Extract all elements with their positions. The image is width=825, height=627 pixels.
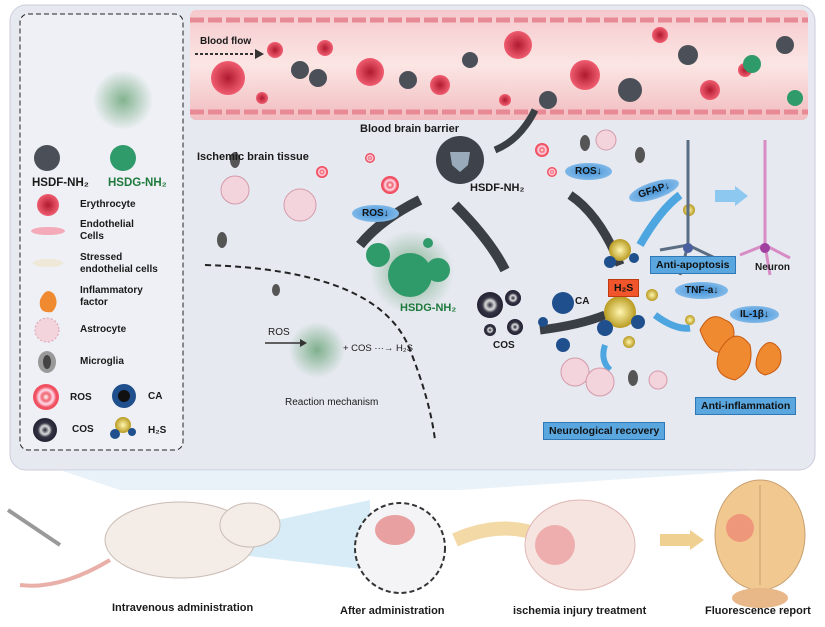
legend-hsdf: HSDF-NH₂ [32,177,89,189]
ca-label: CA [575,296,590,307]
legend-stressed: Stressed endothelial cells [80,252,158,275]
hsdf-label: HSDF-NH₂ [470,182,525,194]
ros-down-1: ROS↓ [352,205,399,222]
ischemic-label: Ischemic brain tissue [197,151,309,163]
hsdg-label: HSDG-NH₂ [400,302,457,314]
h2s-molecules [597,204,695,348]
bbb-label: Blood brain barrier [360,123,460,135]
ros-down-2: ROS↓ [565,163,612,180]
cos-label: COS [493,340,515,351]
legend-ca: CA [148,391,163,402]
hsdf-particles [291,36,794,109]
step-treatment: ischemia injury treatment [513,605,647,617]
hsdg-large [388,253,432,297]
mechanism-products: + COS ···→ H₂S [343,343,413,354]
neuron-label: Neuron [755,262,790,273]
mechanism-title: Reaction mechanism [285,397,379,408]
brain-section [524,499,636,591]
legend-erythrocyte: Erythrocyte [80,199,136,210]
legend-cos: COS [72,424,94,435]
il1b-label: IL-1β↓ [730,306,779,323]
legend-endothelial: Endothelial Cells [80,219,134,242]
legend-h2s: H₂S [148,425,167,436]
anti-inflammation-box: Anti-inflammation [695,397,797,415]
anti-apoptosis-box: Anti-apoptosis [650,256,736,274]
neurological-recovery-box: Neurological recovery [543,422,666,440]
legend-hsdg: HSDG-NH₂ [108,177,167,189]
tnf-label: TNF-a↓ [675,282,729,299]
step-fluorescence: Fluorescence report [705,605,811,617]
erythrocytes [211,27,752,106]
legend-ros: ROS [70,392,92,403]
blood-flow-label: Blood flow [200,36,252,47]
legend-microglia: Microglia [80,356,124,367]
h2s-label: H₂S [608,279,640,297]
step-after: After administration [340,605,445,617]
blood-vessel [190,10,808,120]
legend-inflammatory: Inflammatory factor [80,285,143,308]
step-intravenous: Intravenous administration [112,602,254,614]
mechanism-ros: ROS [268,327,290,338]
legend-astrocyte: Astrocyte [80,324,127,335]
